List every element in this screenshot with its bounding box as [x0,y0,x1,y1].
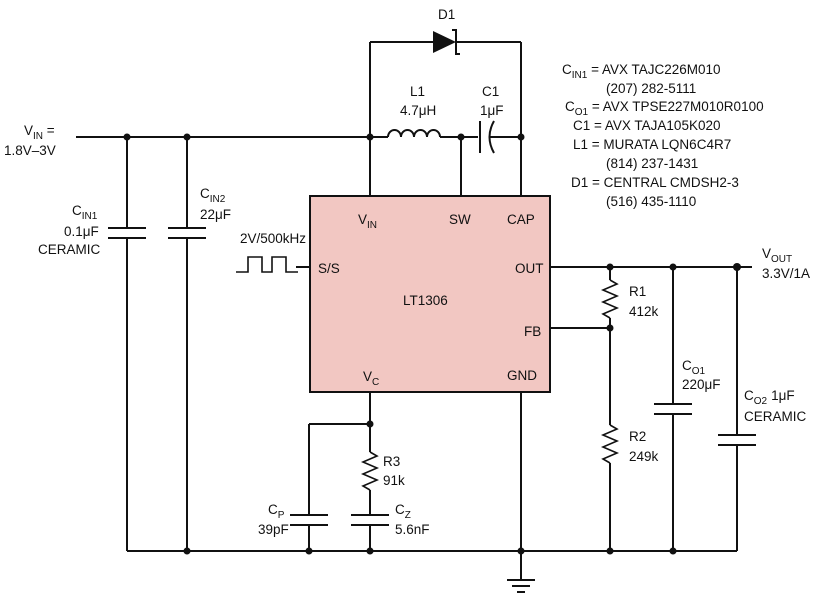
r3-resistor-zigzag [360,451,380,491]
junction-dot [517,133,525,141]
co1-value: 220μF [682,377,721,392]
cz-ref: CZ [395,502,411,521]
lt1306-ic-body [309,195,551,393]
pin-out-label: OUT [515,261,544,276]
bill-of-materials: CIN1 = AVX TAJC226M010 (207) 282-5111 CO… [562,62,764,209]
l1-inductor-coil [387,129,441,138]
l1-value: 4.7μH [400,103,436,118]
co1-ref: CO1 [682,358,706,377]
junction-dot [366,547,374,555]
cin1-note: CERAMIC [38,242,101,257]
d1-cathode-bar [452,29,460,55]
r1-value: 412k [629,304,659,319]
junction-dot [183,547,191,555]
d1-ref: D1 [438,7,455,22]
cp-ref: CP [268,502,285,521]
pin-gnd-label: GND [507,368,537,383]
r1-resistor-zigzag [600,279,620,319]
junction-dot [517,547,525,555]
pin-fb-label: FB [524,324,541,339]
r3-value: 91k [383,473,405,488]
r3-ref: R3 [383,454,400,469]
bom-line: D1 = CENTRAL CMDSH2-3 [571,175,739,190]
junction-dot [606,547,614,555]
bom-line: (516) 435-1110 [606,194,696,209]
bom-line: (814) 237-1431 [606,156,698,171]
vout-label: VOUT [762,246,792,265]
bom-line: CIN1 = AVX TAJC226M010 [562,62,721,81]
l1-ref: L1 [410,84,425,99]
co2-note: CERAMIC [744,409,807,424]
cin1-value: 0.1μF [64,224,99,239]
r2-ref: R2 [629,429,646,444]
pin-vin-label: VIN [358,212,377,231]
pin-vc-label: VC [363,369,379,388]
junction-dot [606,324,614,332]
cin1-ref: CIN1 [72,203,98,222]
pin-cap-label: CAP [507,212,535,227]
square-wave-icon [236,256,298,273]
r2-resistor-zigzag [600,424,620,464]
junction-dot [305,547,313,555]
cz-value: 5.6nF [395,522,430,537]
c1-value: 1μF [480,103,504,118]
vin-range-label: 1.8V–3V [4,143,56,158]
bom-line: (207) 282-5111 [606,81,696,96]
ic-name: LT1306 [403,293,448,308]
pin-sw-label: SW [449,212,471,227]
ground-icon [507,579,535,593]
r2-value: 249k [629,449,659,464]
signal-label: 2V/500kHz [240,231,306,246]
r1-ref: R1 [629,284,646,299]
c1-ref: C1 [482,84,499,99]
vout-value: 3.3V/1A [762,266,810,281]
cin2-value: 22μF [200,207,231,222]
vin-label: VIN = [24,123,55,142]
bom-line: CO1 = AVX TPSE227M010R0100 [565,99,764,118]
pin-ss-label: S/S [318,261,340,276]
bom-line: C1 = AVX TAJA105K020 [573,118,720,133]
cp-value: 39pF [258,522,289,537]
d1-diode-symbol [433,31,456,53]
junction-dot [669,547,677,555]
cin2-ref: CIN2 [200,186,226,205]
bom-line: L1 = MURATA LQN6C4R7 [573,137,731,152]
